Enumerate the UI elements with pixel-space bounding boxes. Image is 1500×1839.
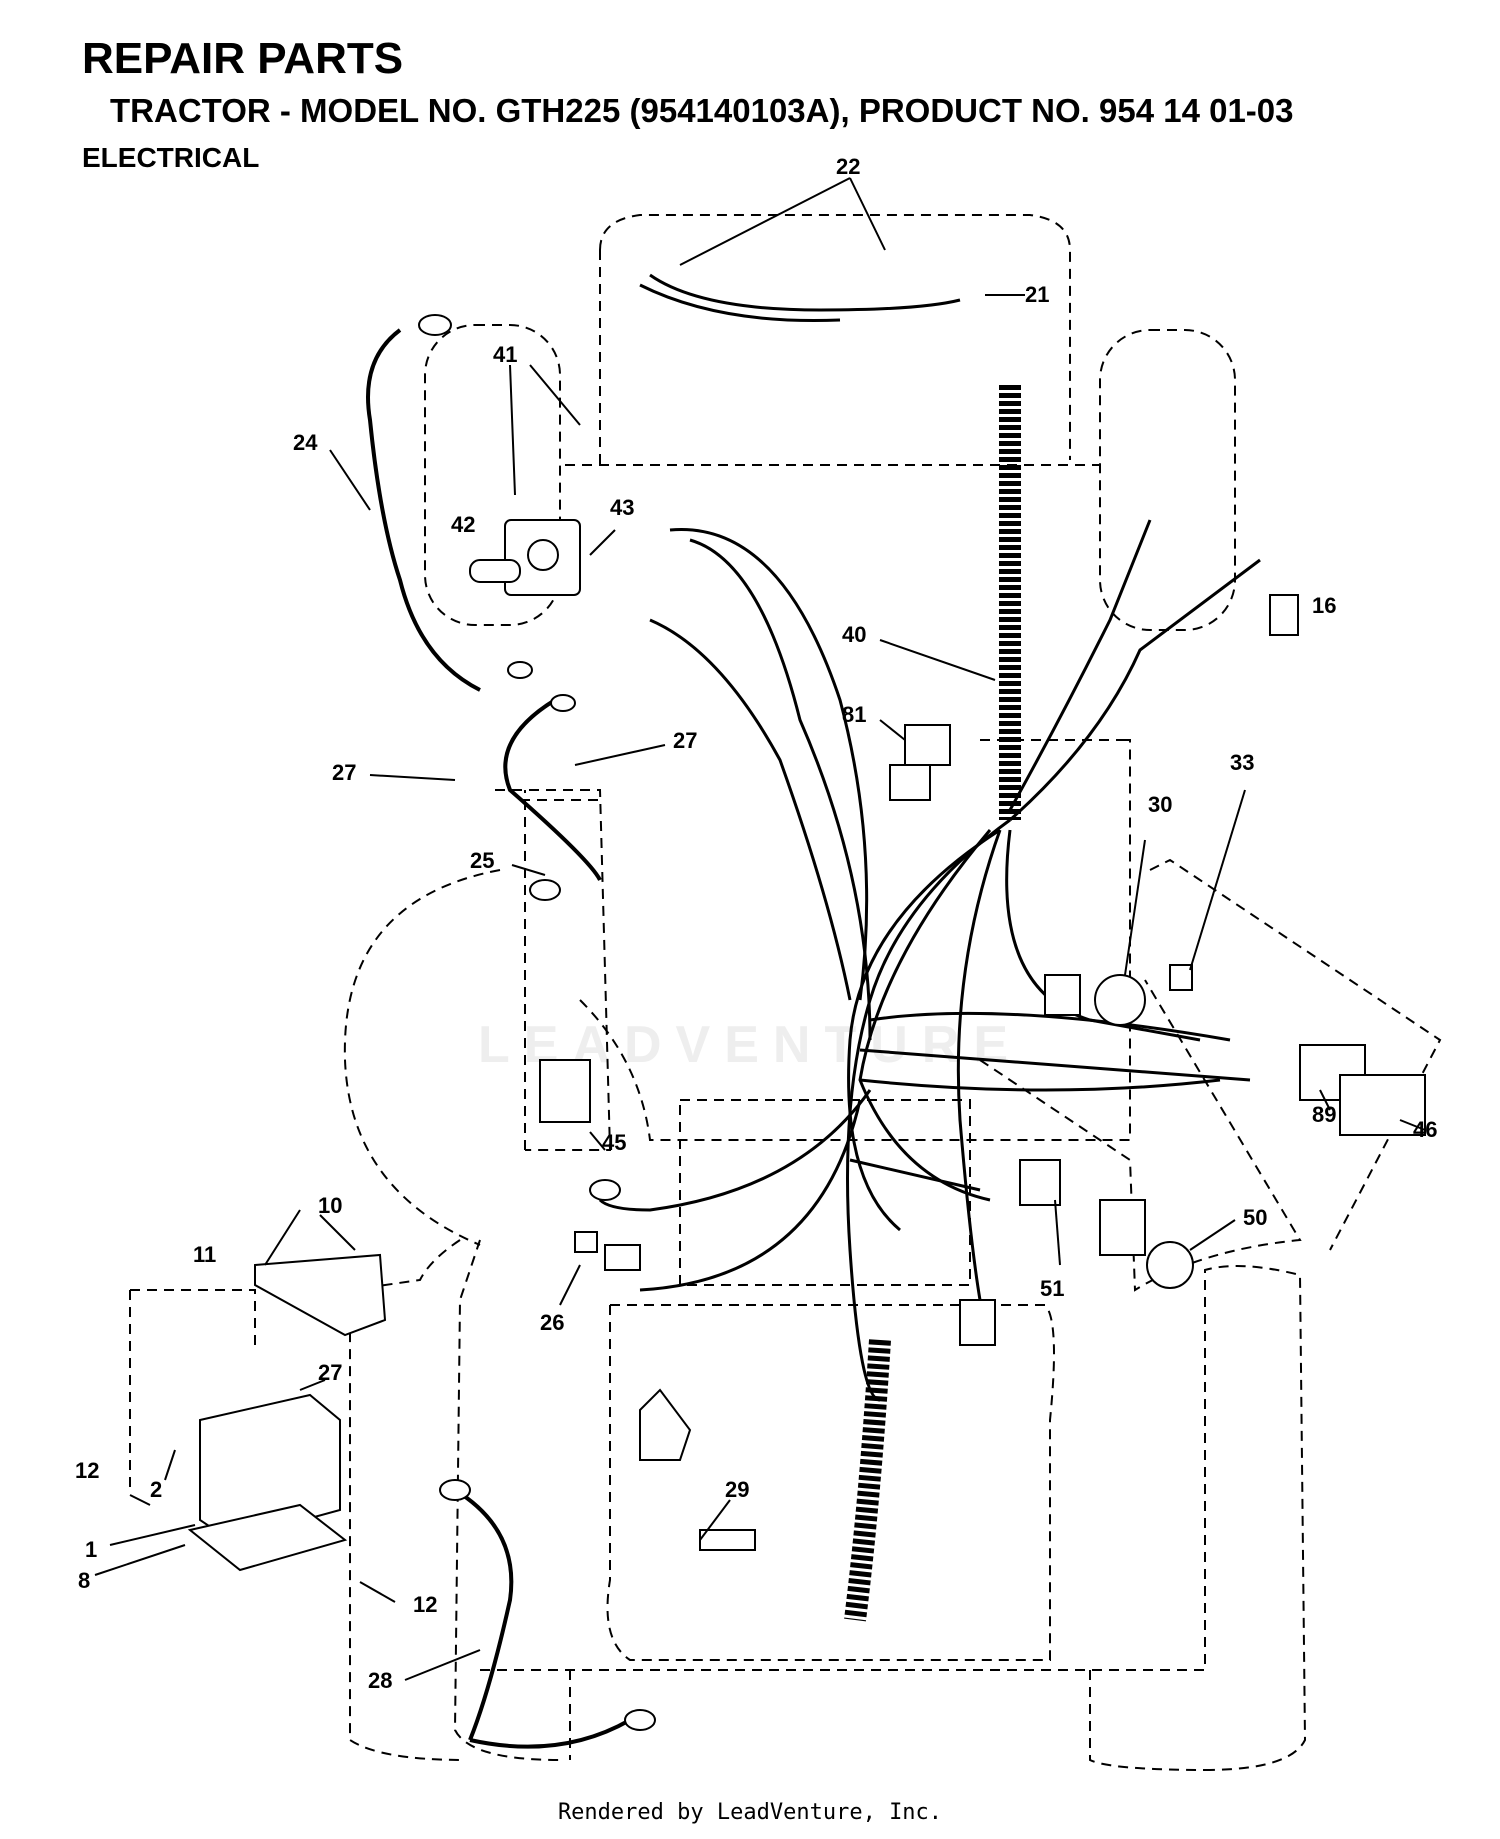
callout-label: 50 bbox=[1243, 1205, 1267, 1230]
model-line: TRACTOR - MODEL NO. GTH225 (954140103A),… bbox=[110, 92, 1294, 129]
callout-label: 51 bbox=[1040, 1276, 1064, 1301]
section-label: ELECTRICAL bbox=[82, 142, 260, 173]
callout-label: 30 bbox=[1148, 792, 1172, 817]
callout-label: 27 bbox=[673, 728, 697, 753]
wiring-harness bbox=[366, 273, 1261, 1749]
callout-label: 43 bbox=[610, 495, 634, 520]
components bbox=[187, 314, 1426, 1731]
callout-label: 27 bbox=[332, 760, 356, 785]
callout-label: 16 bbox=[1312, 593, 1336, 618]
callout-label: 42 bbox=[451, 512, 475, 537]
callout-label: 45 bbox=[602, 1130, 626, 1155]
callout-label: 12 bbox=[413, 1592, 437, 1617]
callout-label: 1 bbox=[85, 1537, 97, 1562]
callout-label: 24 bbox=[293, 430, 318, 455]
tractor-outline bbox=[129, 214, 1442, 1771]
page-title: REPAIR PARTS bbox=[82, 34, 404, 83]
callout-label: 89 bbox=[1312, 1102, 1336, 1127]
footer-credit: Rendered by LeadVenture, Inc. bbox=[557, 1800, 943, 1825]
callout-label: 11 bbox=[193, 1242, 216, 1267]
callout-label: 33 bbox=[1230, 750, 1254, 775]
callout-label: 8 bbox=[78, 1568, 90, 1593]
callout-label: 81 bbox=[842, 702, 866, 727]
leader-lines bbox=[94, 177, 1426, 1681]
callout-label: 10 bbox=[318, 1193, 342, 1218]
callout-label: 41 bbox=[493, 342, 517, 367]
callout-label: 27 bbox=[318, 1360, 342, 1385]
callout-label: 2 bbox=[150, 1477, 162, 1502]
callout-label: 12 bbox=[75, 1458, 99, 1483]
callout-label: 26 bbox=[540, 1310, 564, 1335]
callout-label: 22 bbox=[836, 154, 860, 179]
callout-label: 46 bbox=[1413, 1117, 1437, 1142]
callout-label: 40 bbox=[842, 622, 866, 647]
callout-label: 29 bbox=[725, 1477, 749, 1502]
callout-label: 28 bbox=[368, 1668, 392, 1693]
callout-label: 21 bbox=[1025, 282, 1049, 307]
callout-label: 25 bbox=[470, 848, 494, 873]
callout-labels: 22 21 41 24 43 42 16 40 81 27 27 30 33 2… bbox=[75, 154, 1437, 1693]
